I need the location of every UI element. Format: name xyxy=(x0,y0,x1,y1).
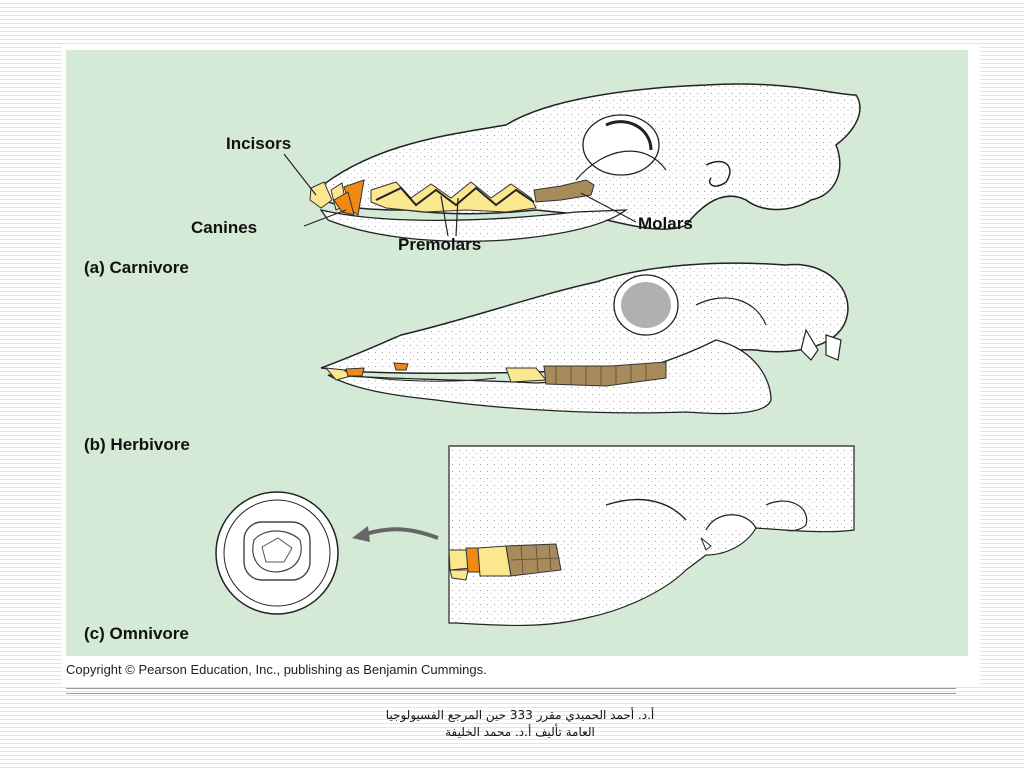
omnivore-skull xyxy=(448,445,855,627)
herbivore-molars xyxy=(543,361,667,387)
carnivore-incisor xyxy=(309,181,333,209)
label-molars: Molars xyxy=(638,214,693,233)
slide-footer: أ.د. أحمد الحميدي مقرر 333 حين المرجع ال… xyxy=(300,707,740,741)
carnivore-skull xyxy=(283,83,861,242)
label-canines: Canines xyxy=(191,218,258,237)
herbivore-skull xyxy=(320,262,849,415)
dentition-figure: Incisors Canines Premolars Molars (a) Ca… xyxy=(66,50,968,656)
label-premolars: Premolars xyxy=(398,235,482,254)
carnivore-molars xyxy=(533,179,595,203)
carnivore-eye-orbit xyxy=(582,114,660,176)
panel-label-herbivore: (b) Herbivore xyxy=(84,435,190,454)
pointer-arrow-icon xyxy=(352,526,439,542)
divider-top xyxy=(66,688,956,689)
omnivore-molars xyxy=(505,543,562,577)
footer-line-1: أ.د. أحمد الحميدي مقرر 333 حين المرجع ال… xyxy=(385,708,655,722)
panel-label-omnivore: (c) Omnivore xyxy=(84,624,189,643)
omnivore-premolars xyxy=(477,545,512,577)
herbivore-canine-lower xyxy=(345,367,365,377)
divider-bottom xyxy=(66,693,956,694)
footer-line-2: العامة تأليف أ.د. محمد الخليفة xyxy=(445,725,595,739)
skull-illustrations xyxy=(215,83,861,627)
label-incisors: Incisors xyxy=(226,134,292,153)
panel-label-carnivore: (a) Carnivore xyxy=(84,258,189,277)
carnivore-canine-lower xyxy=(333,191,355,216)
copyright-notice: Copyright © Pearson Education, Inc., pub… xyxy=(66,662,487,677)
magnified-molar-icon xyxy=(215,491,339,615)
herbivore-canine-upper xyxy=(393,362,409,371)
